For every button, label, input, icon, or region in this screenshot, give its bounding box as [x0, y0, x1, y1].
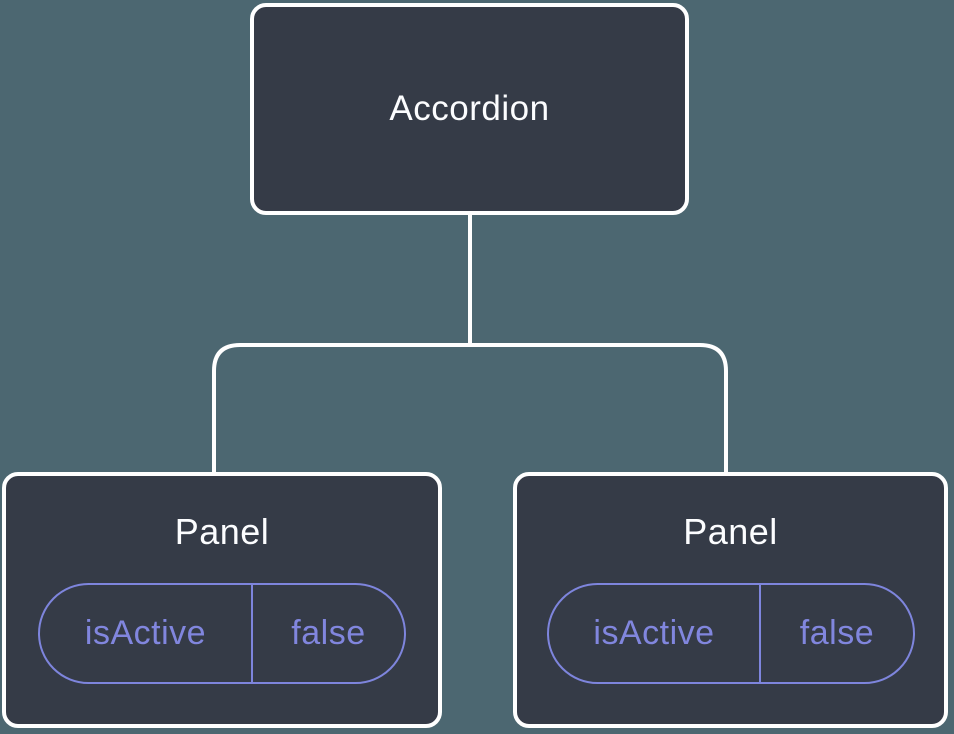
node-accordion: Accordion — [250, 3, 689, 215]
state-value: false — [291, 614, 366, 652]
connector-bracket — [212, 343, 728, 472]
node-panel-left: Panel isActive false — [2, 472, 442, 728]
state-key: isActive — [40, 585, 253, 682]
state-value: false — [799, 614, 875, 652]
state-pill: isActive false — [546, 583, 915, 684]
panel-label: Panel — [683, 511, 778, 552]
state-pill: isActive false — [38, 583, 406, 684]
state-key: isActive — [549, 585, 762, 682]
accordion-label: Accordion — [389, 89, 550, 128]
panel-label: Panel — [174, 511, 270, 552]
node-panel-right: Panel isActive false — [513, 472, 948, 728]
